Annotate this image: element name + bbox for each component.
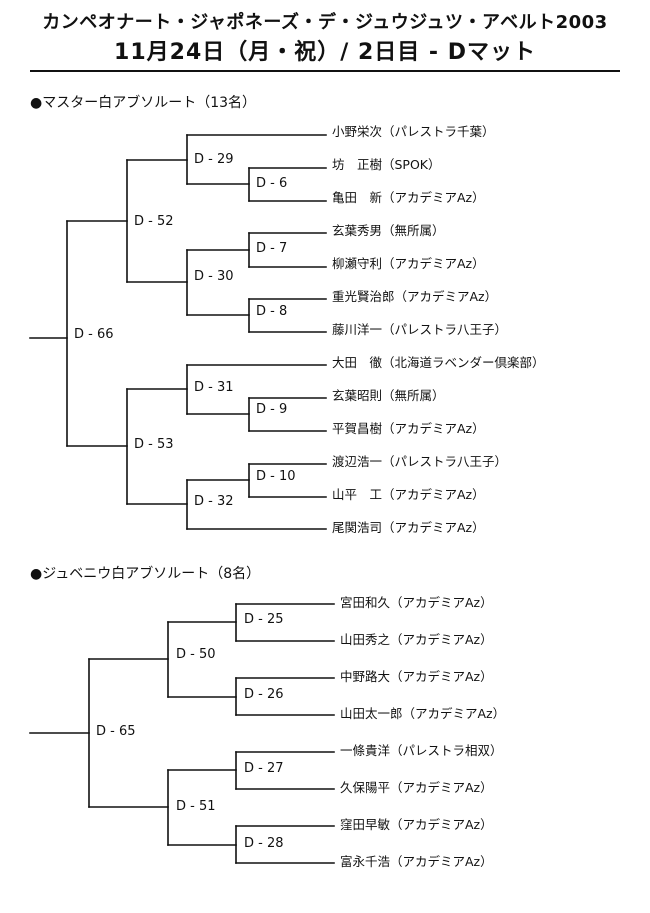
- entry-name: 玄葉昭則（無所属）: [332, 388, 445, 403]
- match-label: D - 27: [244, 761, 284, 776]
- entry-name: 宮田和久（アカデミアAz）: [340, 595, 493, 610]
- entry-name: 山平 工（アカデミアAz）: [332, 487, 485, 502]
- match-label: D - 8: [256, 304, 288, 319]
- match-label: D - 6: [256, 176, 288, 191]
- page-title-line1: カンペオナート・ジャポネーズ・デ・ジュウジュツ・アベルト2003: [42, 12, 608, 33]
- entry-name: 重光賢治郎（アカデミアAz）: [332, 289, 498, 304]
- match-label: D - 10: [256, 469, 296, 484]
- entry-name: 平賀昌樹（アカデミアAz）: [332, 421, 485, 436]
- match-label: D - 28: [244, 836, 284, 851]
- section-title-juvenile: ●ジュベニウ白アブソルート（8名）: [30, 566, 261, 582]
- match-label: D - 65: [96, 724, 136, 739]
- entry-name: 亀田 新（アカデミアAz）: [332, 190, 485, 205]
- entry-name: 山田秀之（アカデミアAz）: [340, 632, 493, 647]
- match-label: D - 51: [176, 799, 216, 814]
- match-label: D - 7: [256, 241, 288, 256]
- entry-name: 藤川洋一（パレストラ八王子）: [332, 322, 508, 337]
- match-label: D - 53: [134, 437, 174, 452]
- match-label: D - 66: [74, 327, 114, 342]
- match-label: D - 52: [134, 214, 174, 229]
- entry-name: 富永千浩（アカデミアAz）: [340, 854, 493, 869]
- match-label: D - 30: [194, 269, 234, 284]
- entry-name: 渡辺浩一（パレストラ八王子）: [332, 454, 508, 469]
- title-divider: [30, 70, 620, 72]
- entry-name: 尾関浩司（アカデミアAz）: [332, 520, 485, 535]
- entry-name: 大田 徹（北海道ラベンダー倶楽部）: [332, 355, 545, 370]
- entry-name: 山田太一郎（アカデミアAz）: [340, 706, 506, 721]
- match-label: D - 9: [256, 402, 288, 417]
- entry-name: 一條貴洋（パレストラ相双）: [340, 743, 503, 758]
- entry-name: 窪田早敏（アカデミアAz）: [340, 817, 493, 832]
- match-label: D - 50: [176, 647, 216, 662]
- page-title-line2: 11月24日（月・祝）/ 2日目 - Dマット: [114, 40, 536, 65]
- entry-name: 玄葉秀男（無所属）: [332, 223, 445, 238]
- entry-name: 中野路大（アカデミアAz）: [340, 669, 493, 684]
- match-label: D - 31: [194, 380, 234, 395]
- match-label: D - 29: [194, 152, 234, 167]
- entry-name: 小野栄次（パレストラ千葉）: [332, 124, 495, 139]
- match-label: D - 32: [194, 494, 234, 509]
- match-label: D - 26: [244, 687, 284, 702]
- entry-name: 坊 正樹（SPOK）: [332, 157, 441, 172]
- entry-name: 久保陽平（アカデミアAz）: [340, 780, 493, 795]
- match-label: D - 25: [244, 612, 284, 627]
- entry-name: 柳瀬守利（アカデミアAz）: [332, 256, 485, 271]
- section-title-master: ●マスター白アブソルート（13名）: [30, 95, 257, 111]
